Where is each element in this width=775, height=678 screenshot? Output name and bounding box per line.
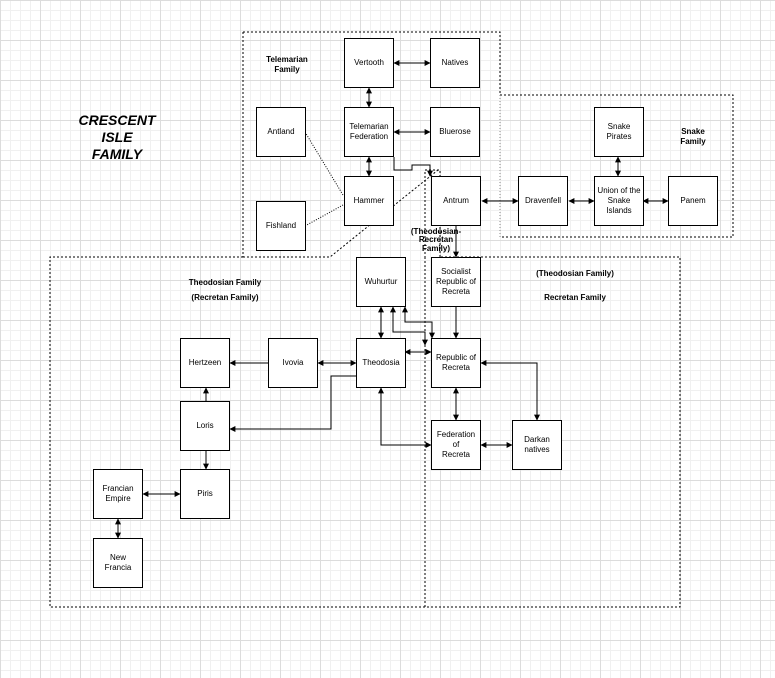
node-ivovia[interactable]: Ivovia [268,338,318,388]
node-loris[interactable]: Loris [180,401,230,451]
theodosian-region [49,256,681,608]
node-snake-pirates[interactable]: Snake Pirates [594,107,644,157]
theodosia-federation-edge [378,387,432,448]
telemarian-antrum-edge [393,157,433,177]
republic-darkan-edge [480,360,540,421]
snake-family-label: Snake Family [680,127,706,146]
node-new-francia[interactable]: New Francia [93,538,143,588]
antrum-boundary [424,169,441,257]
node-bluerose[interactable]: Bluerose [430,107,480,157]
node-dravenfell[interactable]: Dravenfell [518,176,568,226]
node-federation-recreta[interactable]: Federation of Recreta [431,420,481,470]
node-francian-empire[interactable]: Francian Empire [93,469,143,519]
telemarian-family-label: Telemarian Family [266,55,308,74]
diagram-title: CRESCENT ISLE FAMILY [78,112,156,162]
node-theodosia[interactable]: Theodosia [356,338,406,388]
fishland-hammer-link [304,204,344,227]
node-panem[interactable]: Panem [668,176,718,226]
right-theodosian-label: (Theodosian Family) [536,269,614,278]
node-fishland[interactable]: Fishland [256,201,306,251]
node-wuhurtur[interactable]: Wuhurtur [356,257,406,307]
node-antrum[interactable]: Antrum [431,176,481,226]
theodosia-loris-edge [229,375,356,432]
theodosian-recretan-label: (Recretan Family) [191,293,259,302]
theodosian-recretan-mid-label: (Theodosian- Recretan Family) [410,227,462,253]
wuhurtur-republic-edge-2 [402,306,435,339]
node-republic-recreta[interactable]: Republic of Recreta [431,338,481,388]
node-vertooth[interactable]: Vertooth [344,38,394,88]
node-antland[interactable]: Antland [256,107,306,157]
node-darkan-natives[interactable]: Darkan natives [512,420,562,470]
node-piris[interactable]: Piris [180,469,230,519]
antland-hammer-link [304,131,344,196]
node-union-snake-islands[interactable]: Union of the Snake Islands [594,176,644,226]
theodosian-family-label: Theodosian Family [188,278,262,287]
node-natives[interactable]: Natives [430,38,480,88]
node-telemarian-federation[interactable]: Telemarian Federation [344,107,394,157]
telemarian-family-region [243,31,734,238]
telemarian-theodosian-boundary [243,169,439,258]
right-recretan-label: Recretan Family [544,293,606,302]
node-hammer[interactable]: Hammer [344,176,394,226]
node-hertzeen[interactable]: Hertzeen [180,338,230,388]
node-socialist-republic-recreta[interactable]: Socialist Republic of Recreta [431,257,481,307]
